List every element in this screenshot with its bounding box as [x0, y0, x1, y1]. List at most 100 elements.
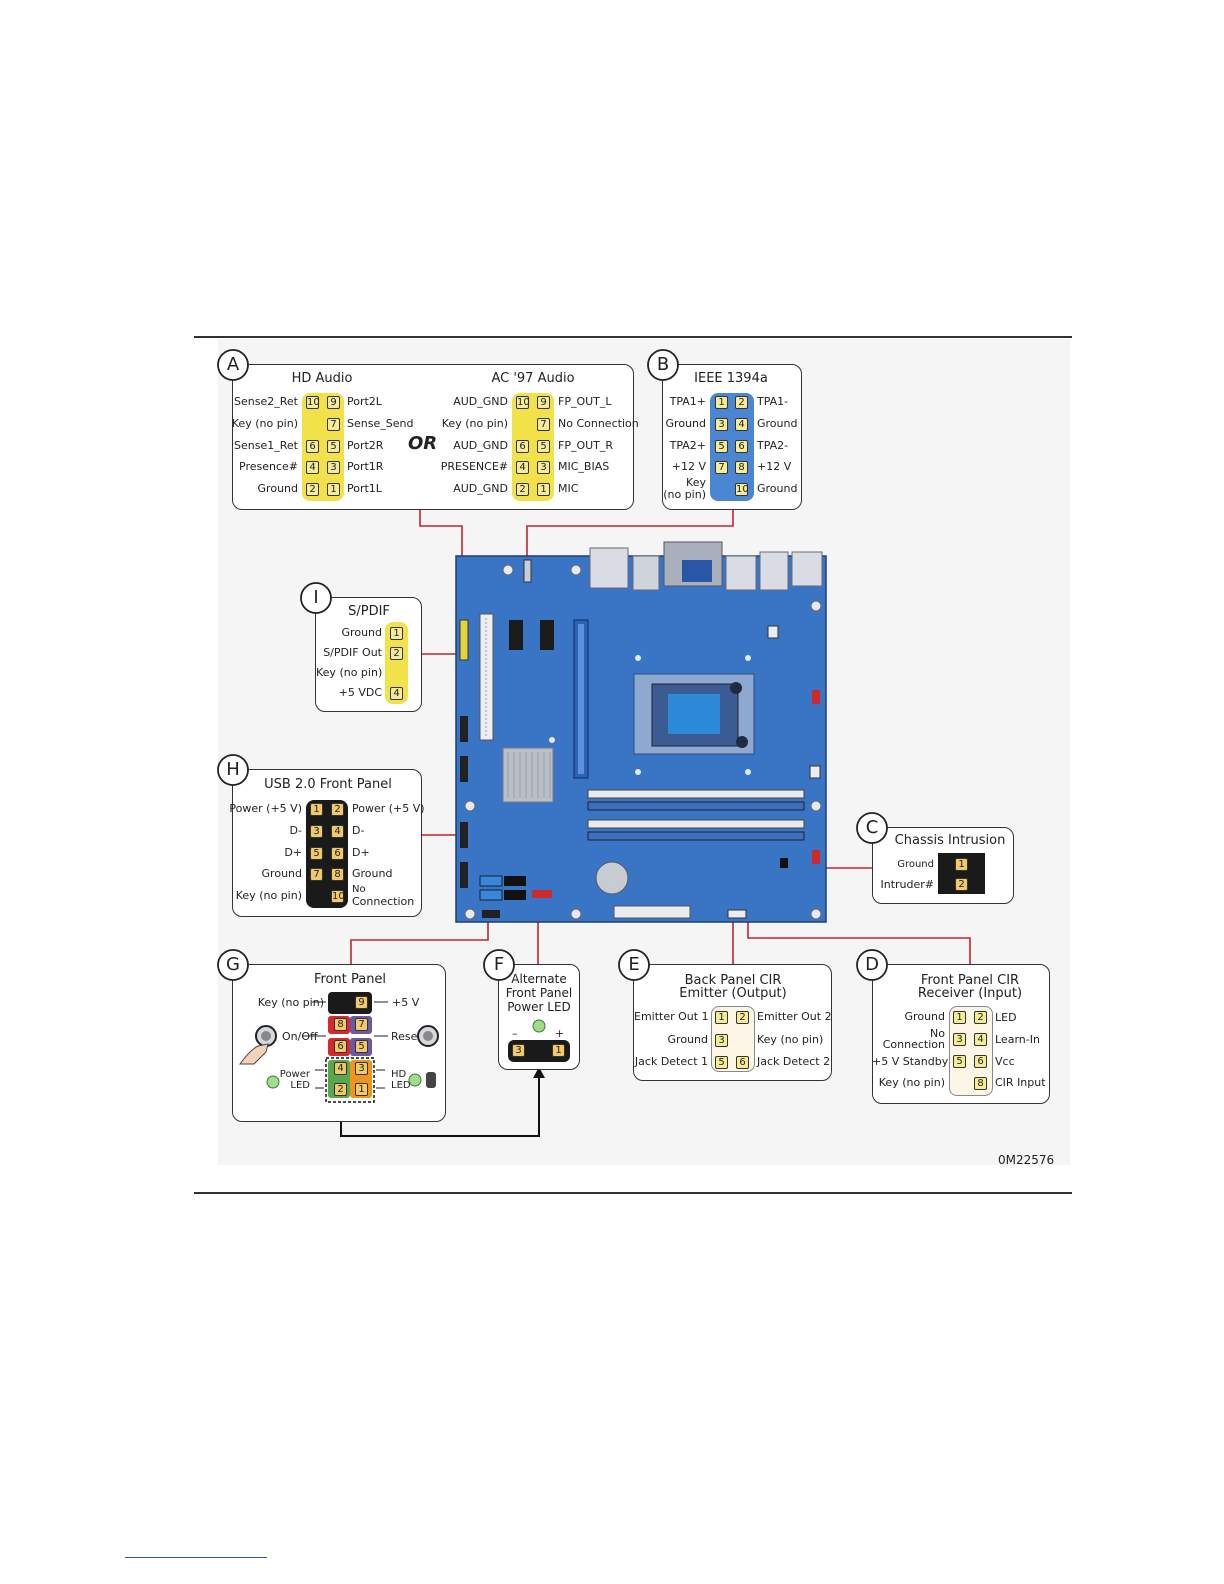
front-cir-left-label: No [930, 1027, 945, 1040]
usb-pin: 3 [310, 825, 323, 838]
ac97-audio-title: AC '97 Audio [491, 371, 575, 386]
callout-f-badge [483, 949, 515, 981]
usb-pin: 2 [331, 803, 344, 816]
usb-front-panel-title: USB 2.0 Front Panel [264, 777, 392, 792]
callout-e-letter: E [628, 954, 640, 975]
usb-right-label: No [352, 884, 366, 895]
ieee-pin: 8 [735, 461, 748, 474]
ac97-pin: 1 [537, 483, 550, 496]
ac97-pin: 10 [516, 396, 530, 409]
hd-pin: 1 [327, 483, 340, 496]
or-label: OR [408, 433, 438, 454]
ieee-left-label: TPA2+ [669, 439, 706, 452]
front-panel-pin: 5 [355, 1040, 368, 1053]
callout-d-letter: D [865, 954, 879, 975]
front-cir-pin: 4 [974, 1033, 987, 1046]
ieee-right-label: TPA1- [757, 395, 789, 408]
footnote-rule [125, 1557, 267, 1558]
hd-left-label: Sense2_Ret [234, 395, 298, 408]
front-cir-left-label: Connection [882, 1038, 945, 1051]
spdif-label: Key (no pin) [316, 666, 383, 679]
ieee-left-label: TPA1+ [669, 395, 706, 408]
ac97-right-label: MIC [558, 482, 579, 495]
front-cir-left-label: Ground [904, 1010, 945, 1023]
front-panel-pin: 8 [334, 1018, 347, 1031]
front-panel-pin: 2 [334, 1083, 347, 1096]
front-panel-pin: 3 [355, 1062, 368, 1075]
hd-pin: 7 [327, 418, 340, 431]
ac97-right-label: No Connection [558, 417, 639, 430]
ac97-pin: 5 [537, 440, 550, 453]
usb-right-label: Connection [352, 895, 415, 908]
front-panel-title: Front Panel [313, 972, 387, 987]
callout-a-audio [232, 364, 634, 510]
front-panel-pin: 7 [355, 1018, 368, 1031]
alt-power-led-title: Front Panel [505, 986, 573, 1000]
usb-pin: 7 [310, 868, 323, 881]
spdif-title: S/PDIF [348, 604, 390, 619]
alt-led-pin: 3 [512, 1044, 525, 1057]
hd-pin: 5 [327, 440, 340, 453]
back-cir-pin: 5 [715, 1056, 728, 1069]
usb-left-label: Power (+5 V) [229, 802, 302, 815]
front-panel-key-label: Key (no pin) [257, 996, 324, 1009]
back-cir-left-label: Jack Detect 1 [634, 1055, 708, 1068]
ieee-pin: 3 [715, 418, 728, 431]
ieee-pin: 4 [735, 418, 748, 431]
ac97-right-label: FP_OUT_L [558, 395, 612, 408]
alt-power-led-title: Power LED [507, 1000, 571, 1014]
ieee-key-label: (no pin) [663, 488, 706, 501]
alt-power-led-graphics [508, 1019, 570, 1062]
spdif-pin: 2 [390, 647, 403, 660]
chassis-pin: 2 [955, 878, 968, 891]
ac97-pin: 2 [516, 483, 529, 496]
hd-pin: 9 [327, 396, 340, 409]
hd-led-label: LED [391, 1080, 411, 1091]
front-panel-plus5-label: +5 V [392, 996, 420, 1009]
ieee-left-label: +12 V [671, 460, 706, 473]
ieee-left-label: Ground [665, 417, 706, 430]
spdif-pin: 4 [390, 687, 403, 700]
ieee-key-label: Key [686, 476, 706, 489]
diagram-code: 0M22576 [998, 1153, 1055, 1167]
hd-left-label: Key (no pin) [231, 417, 298, 430]
front-panel-cir-title: Receiver (Input) [917, 986, 1023, 1001]
ac97-right-label: FP_OUT_R [558, 439, 614, 452]
usb-pin: 4 [331, 825, 344, 838]
ac97-left-label: PRESENCE# [440, 460, 508, 473]
back-cir-pin: 2 [736, 1011, 749, 1024]
ieee-pin: 5 [715, 440, 728, 453]
hd-pin: 3 [327, 461, 340, 474]
callout-b-badge [647, 349, 679, 381]
front-cir-pin: 2 [974, 1011, 987, 1024]
hd-left-label: Presence# [239, 460, 298, 473]
usb-pin: 10 [331, 890, 345, 903]
front-cir-pin: 1 [953, 1011, 966, 1024]
back-panel-cir-title: Back Panel CIR [684, 973, 782, 988]
chassis-intrusion-title: Chassis Intrusion [894, 833, 1006, 848]
alt-led-minus: – [512, 1027, 518, 1040]
front-cir-pin: 8 [974, 1077, 987, 1090]
front-cir-right-label: Learn-In [995, 1033, 1040, 1046]
alt-led-plus: + [555, 1027, 565, 1040]
ac97-left-label: Key (no pin) [441, 417, 508, 430]
usb-left-label: Ground [261, 867, 302, 880]
ieee-right-label: Ground [757, 417, 798, 430]
front-panel-pin: 9 [355, 996, 368, 1009]
callout-h-badge [217, 754, 249, 786]
ieee1394a-title: IEEE 1394a [694, 371, 768, 386]
back-cir-right-label: Jack Detect 2 [757, 1055, 831, 1068]
front-panel-graphics [239, 992, 439, 1103]
hd-pin: 10 [306, 396, 320, 409]
hd-right-label: Port1L [347, 482, 382, 495]
motherboard [455, 541, 827, 923]
chassis-label: Intruder# [880, 878, 934, 891]
front-panel-cir-title: Front Panel CIR [920, 973, 1020, 988]
front-panel-onoff-label: On/Off [282, 1030, 318, 1043]
spdif-label: +5 VDC [338, 686, 382, 699]
ieee-pin: 1 [715, 396, 728, 409]
ac97-pin: 9 [537, 396, 550, 409]
arrow-head-right [533, 1067, 545, 1078]
front-cir-left-label: Key (no pin) [878, 1076, 945, 1089]
usb-left-label: Key (no pin) [235, 889, 302, 902]
